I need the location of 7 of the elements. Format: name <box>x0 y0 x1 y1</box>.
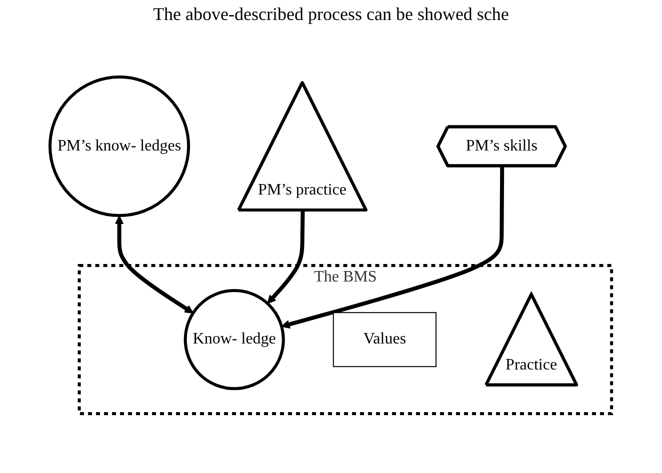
node-box: Values <box>333 312 437 367</box>
node-circle: Know- ledge <box>184 288 286 390</box>
node-circle: PM’s know- ledges <box>48 75 190 217</box>
arrow <box>281 166 504 328</box>
arrow <box>115 215 194 314</box>
heading-text: The above-described process can be showed sche <box>152 4 510 25</box>
arrow <box>267 210 305 304</box>
